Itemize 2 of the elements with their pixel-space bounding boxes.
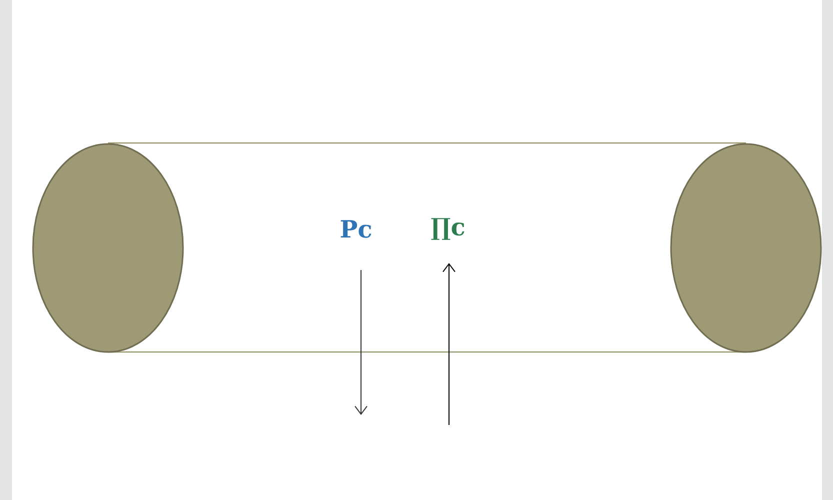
pressure-label: Pc	[340, 220, 372, 238]
pressure-label: ∏c	[431, 218, 464, 240]
